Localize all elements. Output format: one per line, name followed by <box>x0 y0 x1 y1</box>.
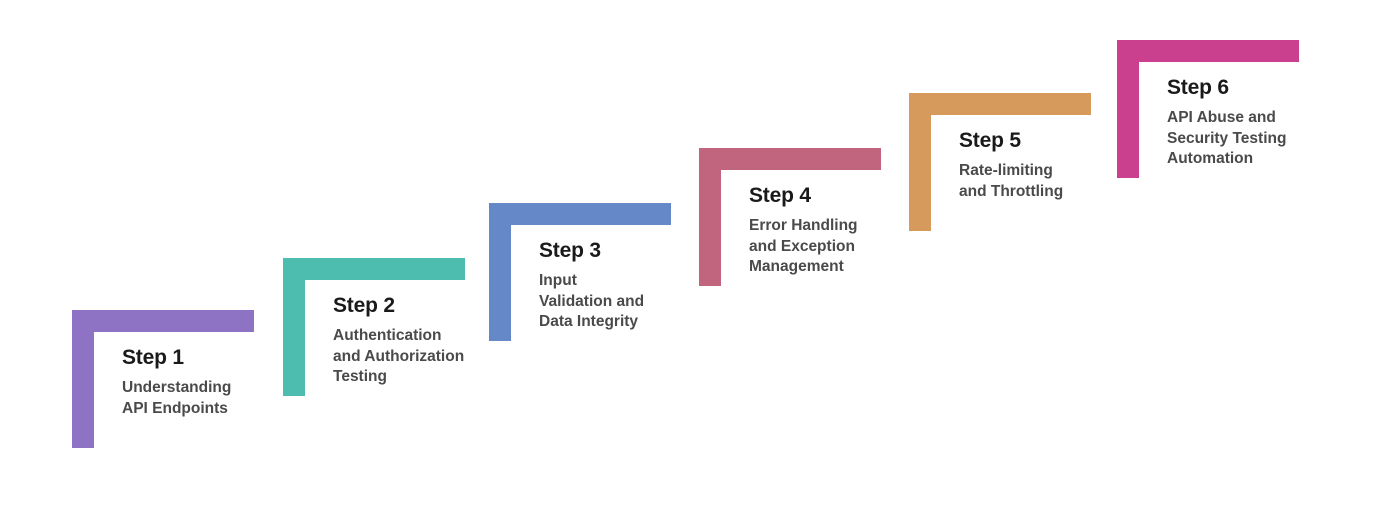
step-description-line: and Exception <box>749 237 855 255</box>
step-description-line: Rate-limiting <box>959 162 1053 180</box>
step-bracket-horizontal-arm <box>72 310 254 332</box>
step-description-line: Validation and <box>539 292 645 310</box>
step-bracket-vertical-arm <box>909 93 931 231</box>
step-title: Step 4 <box>749 184 811 207</box>
step-description-line: Understanding <box>122 379 232 397</box>
step-description-line: Error Handling <box>749 217 858 235</box>
step-description-line: and Authorization <box>333 347 465 365</box>
step-description-line: Management <box>749 258 844 276</box>
step-title: Step 3 <box>539 239 601 262</box>
step-bracket-vertical-arm <box>283 258 305 396</box>
step-bracket-horizontal-arm <box>1117 40 1299 62</box>
step-description-line: Authentication <box>333 327 442 345</box>
step-bracket-vertical-arm <box>72 310 94 448</box>
step-bracket-vertical-arm <box>699 148 721 286</box>
step-bracket-horizontal-arm <box>283 258 465 280</box>
step-bracket-vertical-arm <box>489 203 511 341</box>
step-description: Rate-limiting and Throttling <box>959 161 1119 202</box>
step-description-line: Data Integrity <box>539 313 639 331</box>
step-description-line: Testing <box>333 368 387 386</box>
step-description-line: Automation <box>1167 150 1254 168</box>
step-title: Step 5 <box>959 129 1021 152</box>
step-description-line: API Endpoints <box>122 399 228 417</box>
step-bracket-horizontal-arm <box>699 148 881 170</box>
step-description-line: Input <box>539 272 577 290</box>
step-title: Step 1 <box>122 346 184 369</box>
step-description-line: and Throttling <box>959 182 1064 200</box>
step-bracket-horizontal-arm <box>489 203 671 225</box>
step-description-line: API Abuse and <box>1167 109 1276 127</box>
step-text-block: Step 5 Rate-limiting and Throttling <box>959 129 1119 202</box>
step-title: Step 6 <box>1167 76 1229 99</box>
step-title: Step 2 <box>333 294 395 317</box>
step-description-line: Security Testing <box>1167 129 1287 147</box>
step-bracket-vertical-arm <box>1117 40 1139 178</box>
step-bracket-horizontal-arm <box>909 93 1091 115</box>
